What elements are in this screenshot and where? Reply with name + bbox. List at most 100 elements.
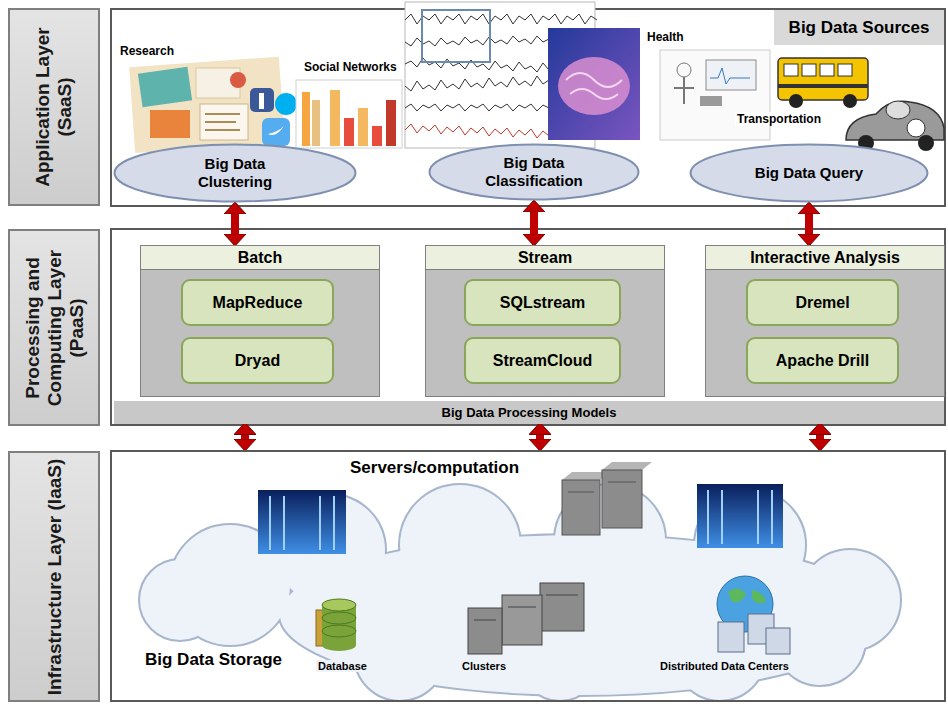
datacenter-image xyxy=(319,496,321,550)
tool-box-text: Dryad xyxy=(235,352,280,370)
bus-image xyxy=(843,94,857,108)
cloud-shape xyxy=(140,485,900,700)
cluster-icon xyxy=(502,595,542,645)
datacenter-image xyxy=(333,496,335,550)
layer-label: Infrastructure Layer (IaaS) xyxy=(8,451,100,702)
research-image xyxy=(205,113,240,115)
image-caption: Health xyxy=(645,30,686,44)
image-caption: Research xyxy=(118,44,176,58)
ellipse-outline xyxy=(115,145,356,202)
research-image xyxy=(150,110,190,138)
model-column: StreamSQLstreamStreamCloud xyxy=(425,245,665,397)
research-image xyxy=(200,104,248,140)
server-image xyxy=(608,482,636,483)
cluster-icon xyxy=(546,595,578,596)
image-caption: Social Networks xyxy=(302,60,399,74)
bus-image xyxy=(784,64,798,76)
infrastructure-panel-text: Big Data Storage xyxy=(145,650,282,670)
tool-box: Dremel xyxy=(746,279,899,326)
eeg-image xyxy=(405,14,597,24)
datacenter-image xyxy=(269,496,271,550)
double-arrow xyxy=(530,212,538,234)
cluster-icon xyxy=(474,620,496,621)
social-icons xyxy=(262,118,290,146)
infrastructure-panel-text: Servers/computation xyxy=(350,458,519,478)
image-caption: Clusters xyxy=(460,660,508,672)
ellipse-outline xyxy=(430,145,639,200)
layer-label-text: Processing and Computing Layer (PaaS) xyxy=(13,236,95,419)
research-image xyxy=(138,67,192,108)
chart-image xyxy=(302,92,310,146)
model-column: Interactive AnalysisDremelApache Drill xyxy=(705,245,945,397)
health-image xyxy=(660,50,770,140)
health-image xyxy=(710,68,750,84)
research-image xyxy=(205,129,240,131)
chart-image xyxy=(372,126,382,146)
double-arrow xyxy=(536,435,544,440)
datacenter-image xyxy=(707,490,709,544)
model-column-text: Batch xyxy=(141,246,379,270)
tool-box-text: Apache Drill xyxy=(776,352,869,370)
layer-label-text: Infrastructure Layer (IaaS) xyxy=(13,458,95,695)
brain-image xyxy=(548,28,640,140)
social-icons xyxy=(250,88,297,146)
image-caption: Database xyxy=(316,660,369,672)
research-image xyxy=(205,121,236,123)
layer-label: Application Layer (SaaS) xyxy=(8,8,100,206)
image-caption: Distributed Data Centers xyxy=(658,660,791,672)
globe-icon xyxy=(766,628,790,654)
health-image xyxy=(706,60,756,90)
double-arrow xyxy=(805,214,813,234)
server-image xyxy=(568,492,594,493)
task-ellipse: Big Data Classification xyxy=(428,143,640,201)
brain-image xyxy=(558,57,630,115)
globe-icon xyxy=(718,622,744,652)
health-image xyxy=(700,96,722,106)
model-bar: Big Data Processing Models xyxy=(114,401,944,424)
ellipse-outline xyxy=(691,145,928,202)
server-image xyxy=(562,480,600,535)
database-icon xyxy=(322,599,356,611)
tool-box-text: MapReduce xyxy=(213,294,303,312)
cluster-icon xyxy=(468,583,584,654)
globe-icon xyxy=(717,576,790,654)
cluster-icon xyxy=(468,608,502,654)
double-arrow xyxy=(816,435,824,440)
social-icons xyxy=(250,88,274,112)
tool-box-text: StreamCloud xyxy=(493,352,593,370)
bus-image xyxy=(778,58,868,108)
model-column-text: Interactive Analysis xyxy=(706,246,944,270)
task-ellipse: Big Data Query xyxy=(689,143,929,203)
bus-image xyxy=(820,64,834,76)
server-image xyxy=(602,462,652,470)
chart-image xyxy=(344,118,354,146)
double-arrow xyxy=(231,214,239,234)
health-image xyxy=(677,63,691,77)
brain-image xyxy=(548,28,640,140)
task-ellipse-text: Big Data Classification xyxy=(479,154,589,190)
task-ellipse-text: Big Data Clustering xyxy=(180,155,290,191)
infrastructure-panel: Servers/computationBig Data Storage xyxy=(110,450,946,702)
health-image xyxy=(660,50,770,140)
tool-box: StreamCloud xyxy=(464,337,621,384)
datacenter-image xyxy=(708,490,772,544)
chart-image xyxy=(296,80,402,148)
source-tag: Big Data Sources xyxy=(774,10,944,45)
datacenter-image xyxy=(757,490,759,544)
double-arrow xyxy=(241,435,249,440)
cloud-shape xyxy=(140,485,900,700)
tool-box: MapReduce xyxy=(181,279,334,326)
car-image xyxy=(886,101,910,119)
chart-image xyxy=(386,100,396,146)
car-image xyxy=(846,101,944,151)
database-icon xyxy=(322,612,356,624)
datacenter-image xyxy=(258,484,783,554)
bus-image xyxy=(778,58,868,100)
chart-image xyxy=(358,108,368,146)
layer-label: Processing and Computing Layer (PaaS) xyxy=(8,229,100,426)
task-ellipse: Big Data Clustering xyxy=(113,143,357,203)
datacenter-image xyxy=(258,490,346,554)
tool-box: Dryad xyxy=(181,337,334,384)
social-icons xyxy=(259,93,264,109)
tool-box: SQLstream xyxy=(464,279,621,326)
